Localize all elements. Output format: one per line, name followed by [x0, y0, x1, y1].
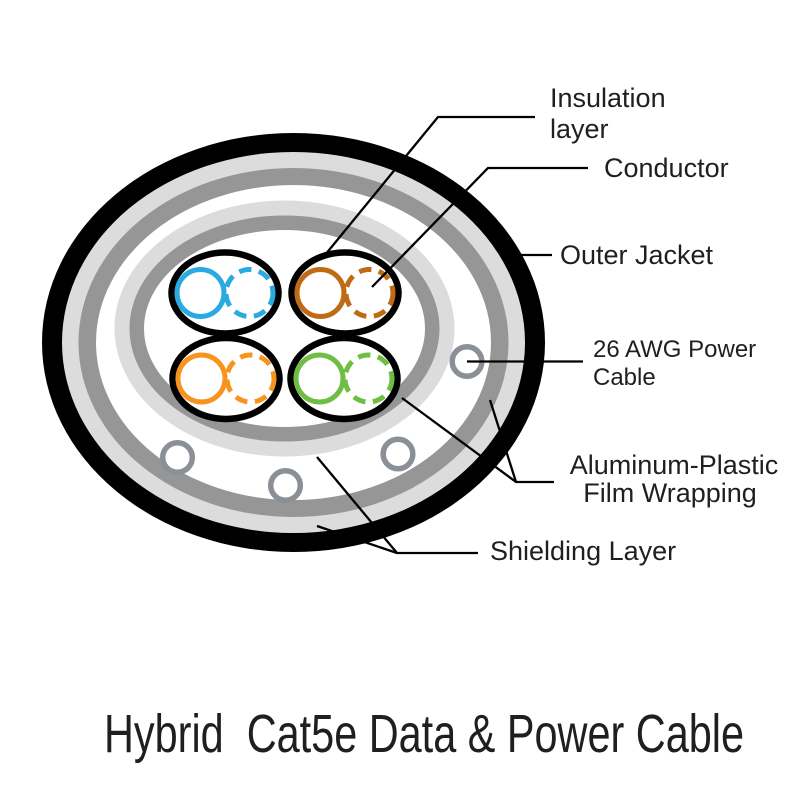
- label-power-cable-line2: Cable: [593, 364, 656, 391]
- wire-dashed-orange: [224, 352, 277, 405]
- leader-shielding-outer: [316, 524, 398, 555]
- twisted-pair-brown: [288, 249, 402, 337]
- power-cables: [159, 343, 485, 504]
- power-cable-circle-bottom-middle: [267, 467, 304, 504]
- leader-insulation-layer: [324, 115, 535, 256]
- wire-dashed-blue: [223, 267, 276, 319]
- label-insulation-line1: Insulation: [550, 83, 666, 113]
- labels: Insulation layer Conductor Outer Jacket …: [490, 83, 778, 566]
- power-cable-circle-bottom-left: [159, 439, 196, 476]
- page-title: Hybrid Cat5e Data & Power Cable: [104, 704, 744, 764]
- leader-lines: [316, 115, 588, 555]
- wire-solid-orange: [175, 352, 228, 405]
- power-cable-circle-bottom-right: [380, 436, 416, 472]
- label-insulation-line2: layer: [550, 114, 609, 144]
- twisted-pair-blue: [168, 249, 282, 337]
- twisted-pair-orange: [169, 334, 283, 423]
- label-film-wrapping-line2: Film Wrapping: [583, 478, 757, 508]
- wire-solid-blue: [174, 267, 227, 319]
- wire-solid-brown: [294, 267, 347, 319]
- wire-dashed-brown: [343, 267, 396, 319]
- twisted-pair-green: [287, 334, 401, 423]
- label-power-cable-line1: 26 AWG Power: [593, 336, 756, 363]
- label-shielding-layer: Shielding Layer: [490, 536, 676, 566]
- cable-cross-section: [42, 133, 545, 552]
- wire-solid-green: [293, 352, 346, 405]
- label-outer-jacket: Outer Jacket: [560, 240, 714, 270]
- label-film-wrapping-line1: Aluminum-Plastic: [570, 450, 779, 480]
- leader-conductor: [371, 166, 588, 288]
- label-conductor: Conductor: [604, 153, 729, 183]
- leader-film-wrapping-outer: [488, 399, 518, 483]
- wire-dashed-green: [342, 352, 395, 405]
